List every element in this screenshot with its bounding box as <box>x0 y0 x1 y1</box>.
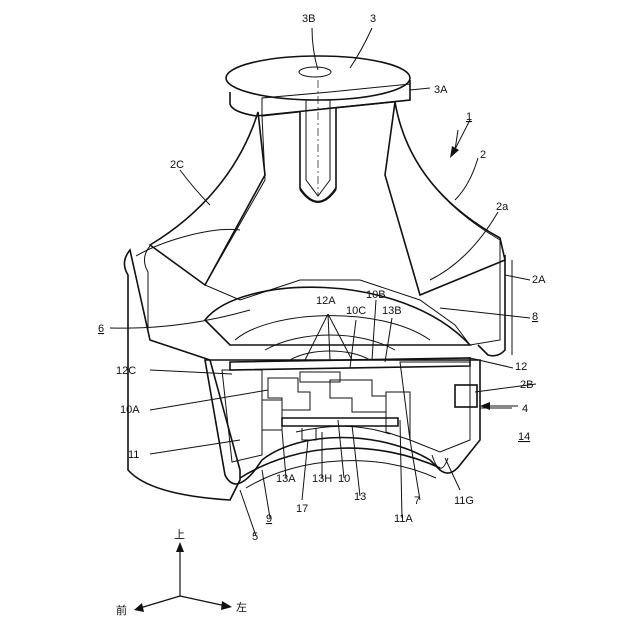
label-6: 6 <box>98 323 104 335</box>
direction-axes: 上 前 左 <box>116 528 247 617</box>
label-3B: 3B <box>302 13 315 25</box>
label-3: 3 <box>370 13 376 25</box>
arrow-1 <box>450 120 470 158</box>
label-3A: 3A <box>434 84 448 96</box>
label-17: 17 <box>296 503 308 515</box>
label-5: 5 <box>252 531 258 543</box>
label-10A: 10A <box>120 404 140 416</box>
label-10C: 10C <box>346 305 366 317</box>
label-12C: 12C <box>116 365 136 377</box>
front-arrow-icon <box>134 603 144 612</box>
label-13H: 13H <box>312 473 332 485</box>
label-2a: 2a <box>496 201 509 213</box>
label-8: 8 <box>532 311 538 323</box>
label-11A: 11A <box>394 513 413 525</box>
left-arrow-icon <box>221 601 232 610</box>
label-11: 11 <box>128 449 139 461</box>
up-arrow-icon <box>176 542 184 552</box>
label-14: 14 <box>518 431 530 443</box>
label-9: 9 <box>266 513 272 525</box>
lower-housing <box>205 360 480 488</box>
label-2B: 2B <box>520 379 533 391</box>
label-12A: 12A <box>316 295 336 307</box>
label-4: 4 <box>522 403 528 415</box>
label-2C: 2C <box>170 159 184 171</box>
arrow-4 <box>480 402 518 410</box>
label-1: 1 <box>466 111 472 123</box>
label-13B: 13B <box>382 305 402 317</box>
label-13A: 13A <box>276 473 296 485</box>
valve-assembly <box>230 358 470 440</box>
axis-label-left: 左 <box>236 601 247 614</box>
label-12: 12 <box>515 361 527 373</box>
label-10B: 10B <box>366 289 386 301</box>
outer-casing <box>124 229 512 500</box>
leader-lines <box>110 28 536 536</box>
axis-label-front: 前 <box>116 603 127 617</box>
label-10: 10 <box>338 473 350 485</box>
label-11G: 11G <box>454 495 474 507</box>
label-7: 7 <box>414 495 420 507</box>
label-13: 13 <box>354 491 366 503</box>
label-2: 2 <box>480 149 486 161</box>
axis-label-up: 上 <box>174 528 185 541</box>
label-2A: 2A <box>532 274 546 286</box>
